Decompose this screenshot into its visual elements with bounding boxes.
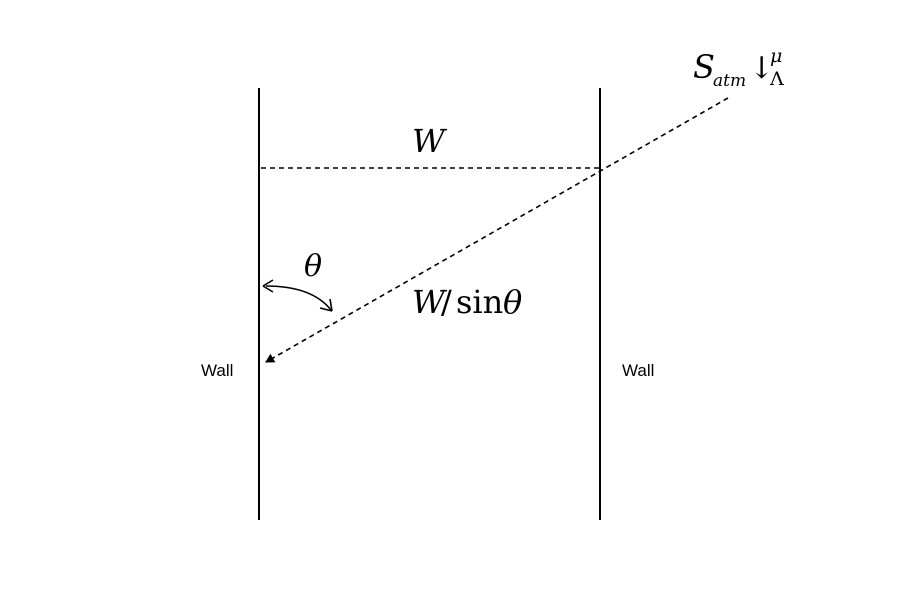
width-label: W bbox=[412, 122, 448, 160]
angle-label: θ bbox=[304, 249, 322, 284]
angle-arc-right-arrowhead bbox=[319, 298, 333, 312]
source-subscript2: Λ bbox=[769, 68, 784, 90]
angle-arc-left-arrowhead bbox=[262, 279, 274, 293]
slant-length-function: sin bbox=[456, 283, 503, 321]
source-main: S bbox=[693, 48, 715, 86]
left-wall-label: Wall bbox=[201, 361, 233, 380]
slant-length-slash: / bbox=[441, 283, 452, 321]
source-label: S atm ↓ μ Λ bbox=[693, 45, 787, 91]
source-arrow: ↓ bbox=[749, 51, 774, 86]
source-superscript: μ bbox=[770, 45, 782, 67]
right-wall-label: Wall bbox=[622, 361, 654, 380]
slant-length-angle: θ bbox=[503, 283, 522, 321]
slant-length-label: W / sin θ bbox=[412, 283, 522, 321]
source-subscript: atm bbox=[713, 71, 746, 91]
slant-ray-dashed-line bbox=[265, 97, 729, 363]
angle-arc bbox=[265, 285, 332, 311]
slant-length-numerator: W bbox=[412, 283, 448, 321]
